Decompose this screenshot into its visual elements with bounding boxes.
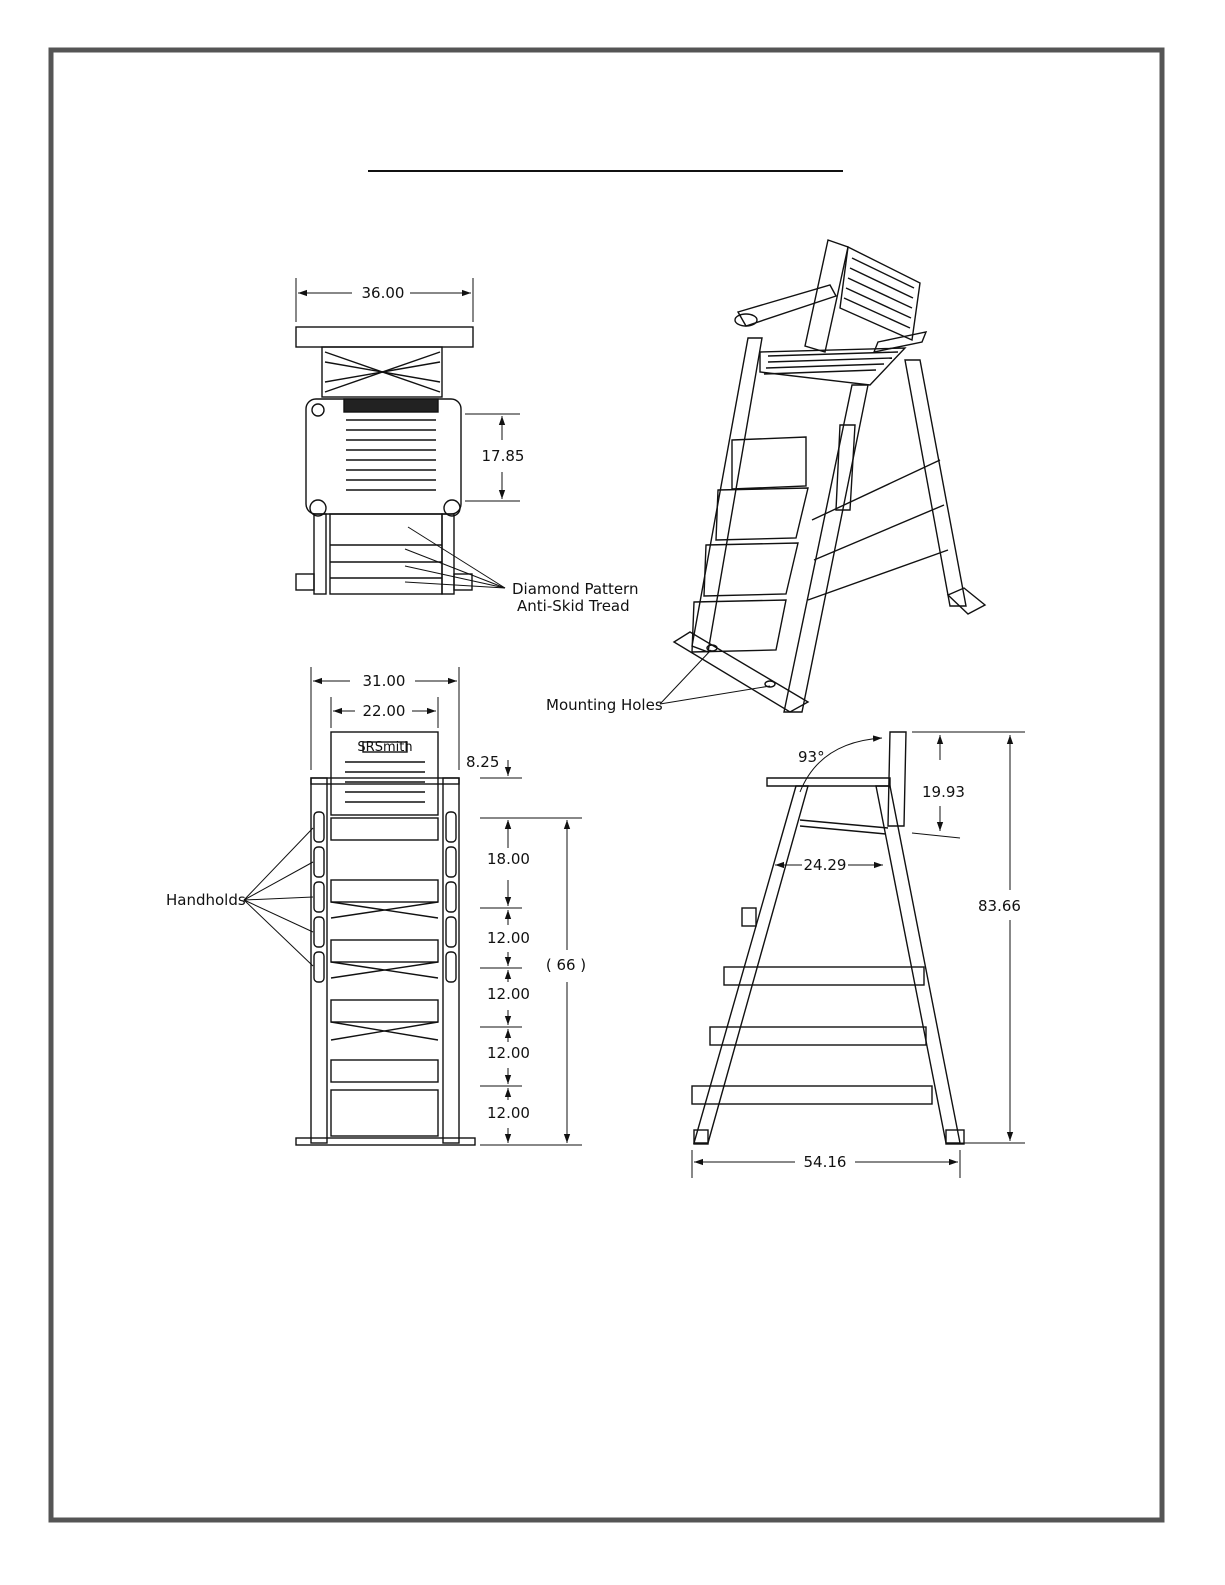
dim-seat-height: 17.85 bbox=[482, 447, 525, 465]
callout-mounting-holes: Mounting Holes bbox=[546, 696, 663, 714]
top-seat-slats bbox=[346, 420, 436, 490]
dim-top-width: 36.00 bbox=[362, 284, 405, 302]
dim-step-5: 12.00 bbox=[487, 1104, 530, 1122]
dim-back-height: 19.93 bbox=[922, 783, 965, 801]
dim-base-length: 54.16 bbox=[804, 1153, 847, 1171]
callout-tread-line2: Anti-Skid Tread bbox=[517, 597, 630, 615]
iso-back-slats bbox=[844, 258, 914, 328]
dim-seat-depth: 24.29 bbox=[804, 856, 847, 874]
top-view-dimensions bbox=[296, 278, 520, 501]
iso-seat-slats bbox=[764, 352, 898, 374]
callout-tread-line1: Diamond Pattern bbox=[512, 580, 638, 598]
logo-srsmith: SRSmith bbox=[357, 740, 412, 755]
front-view bbox=[296, 732, 475, 1145]
callout-handholds: Handholds bbox=[166, 891, 246, 909]
tread-leaders bbox=[405, 527, 505, 588]
dim-overall-rise: ( 66 ) bbox=[546, 956, 586, 974]
dim-step-3: 12.00 bbox=[487, 985, 530, 1003]
dim-step-4: 12.00 bbox=[487, 1044, 530, 1062]
dim-backrest: 8.25 bbox=[466, 753, 499, 771]
page-border bbox=[51, 50, 1162, 1520]
front-right-handholds bbox=[446, 812, 456, 982]
handholds-leaders bbox=[244, 828, 313, 966]
top-view bbox=[296, 327, 473, 594]
dim-step-2: 12.00 bbox=[487, 929, 530, 947]
side-view-dimensions bbox=[692, 732, 1025, 1178]
dim-front-inner-width: 22.00 bbox=[363, 702, 406, 720]
dim-step-1: 18.00 bbox=[487, 850, 530, 868]
dim-back-angle: 93° bbox=[798, 748, 825, 766]
mounting-leaders bbox=[660, 650, 770, 704]
iso-steps bbox=[692, 437, 808, 652]
dim-overall-height: 83.66 bbox=[978, 897, 1021, 915]
dim-front-outer-width: 31.00 bbox=[363, 672, 406, 690]
front-back-slats bbox=[345, 762, 425, 802]
isometric-view bbox=[674, 240, 985, 712]
front-left-handholds bbox=[314, 812, 324, 982]
